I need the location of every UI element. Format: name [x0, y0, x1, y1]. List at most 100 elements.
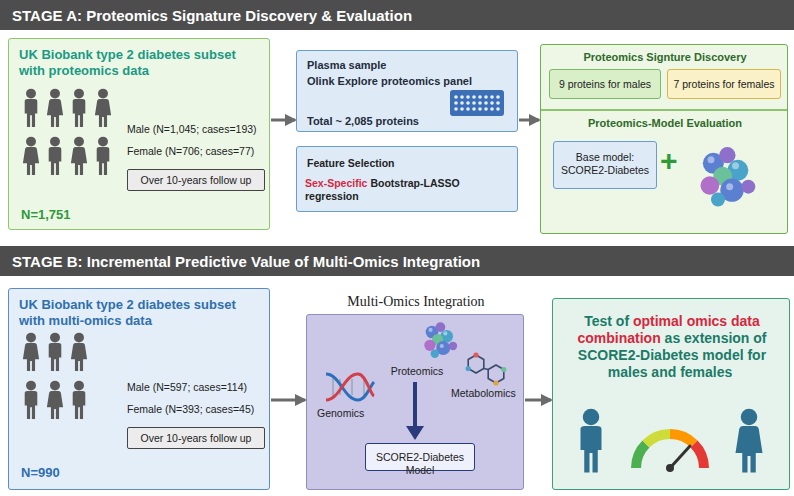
signature-box: 9 proteins for males — [549, 69, 661, 99]
model-box: SCORE2-Diabetes Model — [365, 443, 475, 471]
node-text: Male (N=1,045; cases=193) — [127, 123, 269, 136]
well — [454, 107, 458, 111]
well — [490, 101, 494, 105]
female-icon — [71, 137, 87, 175]
node-text: Male (N=597; cases=114) — [127, 381, 269, 394]
node-text: Proteomics — [377, 365, 457, 378]
dna-rung — [332, 376, 334, 398]
node-text: Olink Explore proteomics panel — [307, 75, 507, 88]
well — [472, 95, 476, 99]
integration-box: Multi-Omics IntegrationProteomicsGenomic… — [306, 314, 524, 490]
protein-cluster — [701, 147, 756, 207]
stage-band: STAGE A: Proteomics Signature Discovery … — [0, 0, 794, 30]
text-line: Test ofoptimal omics data combinationas … — [563, 313, 781, 381]
cohort-box: UK Biobank type 2 diabetes subset with m… — [8, 288, 270, 490]
arrow-shaft — [413, 382, 417, 428]
dna-strand — [326, 374, 374, 400]
node-text: STAGE B: Incremental Predictive Value of… — [12, 253, 782, 271]
gauge-needle — [670, 446, 690, 468]
well — [478, 107, 482, 111]
male-icon — [73, 89, 86, 127]
follow-up-box: Over 10-years follow up — [127, 169, 265, 191]
metabolite-icon — [466, 352, 507, 385]
dna-rung — [363, 378, 365, 396]
male-icon — [581, 409, 602, 473]
node-text: Base model: SCORE2-Diabetes — [558, 151, 652, 177]
arrow-head — [406, 426, 424, 440]
female-icon — [95, 89, 111, 127]
female-icon — [23, 137, 39, 175]
well — [490, 107, 494, 111]
node-text: 9 proteins for males — [550, 78, 660, 91]
well — [472, 107, 476, 111]
protein-cluster — [424, 322, 457, 358]
atom — [473, 352, 478, 357]
flow-arrow — [525, 399, 551, 402]
node-text: UK Biobank type 2 diabetes subset with m… — [19, 297, 259, 329]
process-box: Feature SelectionSex-SpecificBootstrap-L… — [296, 146, 518, 212]
well — [466, 101, 470, 105]
female-icon — [47, 381, 63, 419]
flow-arrow — [271, 399, 305, 402]
node-text: SCORE2-Diabetes Model — [366, 451, 474, 477]
node-text: Test of — [584, 313, 629, 329]
people-icons-a — [23, 89, 111, 175]
female-icon — [736, 409, 763, 473]
node-text: Metabolomics — [451, 387, 523, 400]
gauge-segment — [670, 434, 694, 444]
gauge-icon — [636, 434, 704, 472]
node-text: N=990 — [21, 465, 141, 481]
female-icon — [71, 333, 87, 371]
well — [460, 107, 464, 111]
node-text: Feature Selection — [307, 157, 507, 170]
male-icon — [25, 381, 38, 419]
node-text: Female (N=706; cases=77) — [127, 145, 269, 158]
node-text: UK Biobank type 2 diabetes subset with p… — [19, 47, 259, 79]
male-icon — [73, 381, 86, 419]
integration-arrow — [406, 382, 424, 440]
assay-plate — [450, 90, 504, 116]
node-text: Genomics — [317, 407, 387, 420]
female-icon — [47, 89, 63, 127]
well — [484, 95, 488, 99]
section-divider — [541, 109, 787, 111]
node-text: Plasma sample — [307, 59, 507, 72]
well — [466, 107, 470, 111]
well — [496, 101, 500, 105]
well — [472, 101, 476, 105]
well — [484, 107, 488, 111]
gauge-segment — [646, 434, 670, 444]
result-people — [581, 409, 763, 473]
node-text: Over 10-years follow up — [128, 174, 264, 187]
node-text: Proteomics-Model Evaluation — [541, 117, 789, 130]
stage-band: STAGE B: Incremental Predictive Value of… — [0, 246, 794, 276]
plate-body — [450, 90, 504, 116]
well — [496, 95, 500, 99]
node-text: Multi-Omics Integration — [307, 293, 525, 310]
dna-rung — [351, 379, 353, 395]
plus-sign: + — [660, 146, 678, 176]
flow-arrow — [519, 119, 539, 122]
node-text: STAGE A: Proteomics Signature Discovery … — [12, 7, 782, 25]
male-icon — [25, 89, 38, 127]
text-line: Sex-SpecificBootstrap-LASSO regression — [305, 177, 515, 203]
node-text: Over 10-years follow up — [128, 432, 264, 445]
well — [478, 101, 482, 105]
node-text: Proteomics Signture Discovery — [541, 51, 789, 64]
male-icon — [97, 137, 110, 175]
process-box: Plasma sampleOlink Explore proteomics pa… — [296, 50, 518, 132]
well — [478, 95, 482, 99]
node-text: Female (N=393; cases=45) — [127, 403, 269, 416]
dna-rung — [339, 379, 341, 395]
signature-box: 7 proteins for females — [667, 69, 781, 99]
atom — [501, 367, 506, 372]
female-icon — [23, 333, 39, 371]
well — [466, 95, 470, 99]
well — [460, 95, 464, 99]
atom — [466, 366, 471, 371]
hexagon — [488, 365, 504, 383]
node-text: Total ~ 2,085 proteins — [307, 115, 447, 128]
